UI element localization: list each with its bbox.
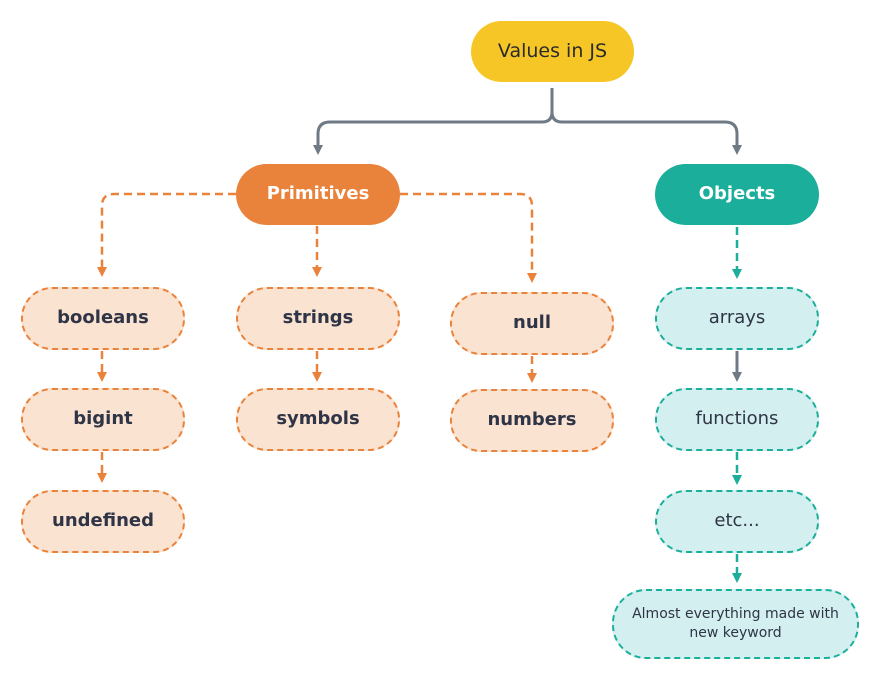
node-undefined: undefined: [21, 490, 185, 553]
connector-root-to-objects: [550, 111, 742, 155]
node-symbols: symbols: [236, 388, 400, 451]
node-objects: Objects: [655, 164, 819, 225]
node-booleans: booleans: [21, 287, 185, 350]
node-almost-everything: Almost everything made with new keyword: [612, 589, 859, 659]
node-arrays: arrays: [655, 287, 819, 350]
node-values-in-js: Values in JS: [471, 21, 634, 82]
node-primitives: Primitives: [236, 164, 400, 225]
node-bigint: bigint: [21, 388, 185, 451]
connector-root-trunk: [313, 88, 554, 155]
node-strings: strings: [236, 287, 400, 350]
connector-primitives-to-booleans: [97, 192, 236, 277]
node-etc: etc...: [655, 490, 819, 553]
node-numbers: numbers: [450, 389, 614, 452]
node-null: null: [450, 292, 614, 355]
node-functions: functions: [655, 388, 819, 451]
connector-primitives-to-null: [400, 192, 537, 283]
